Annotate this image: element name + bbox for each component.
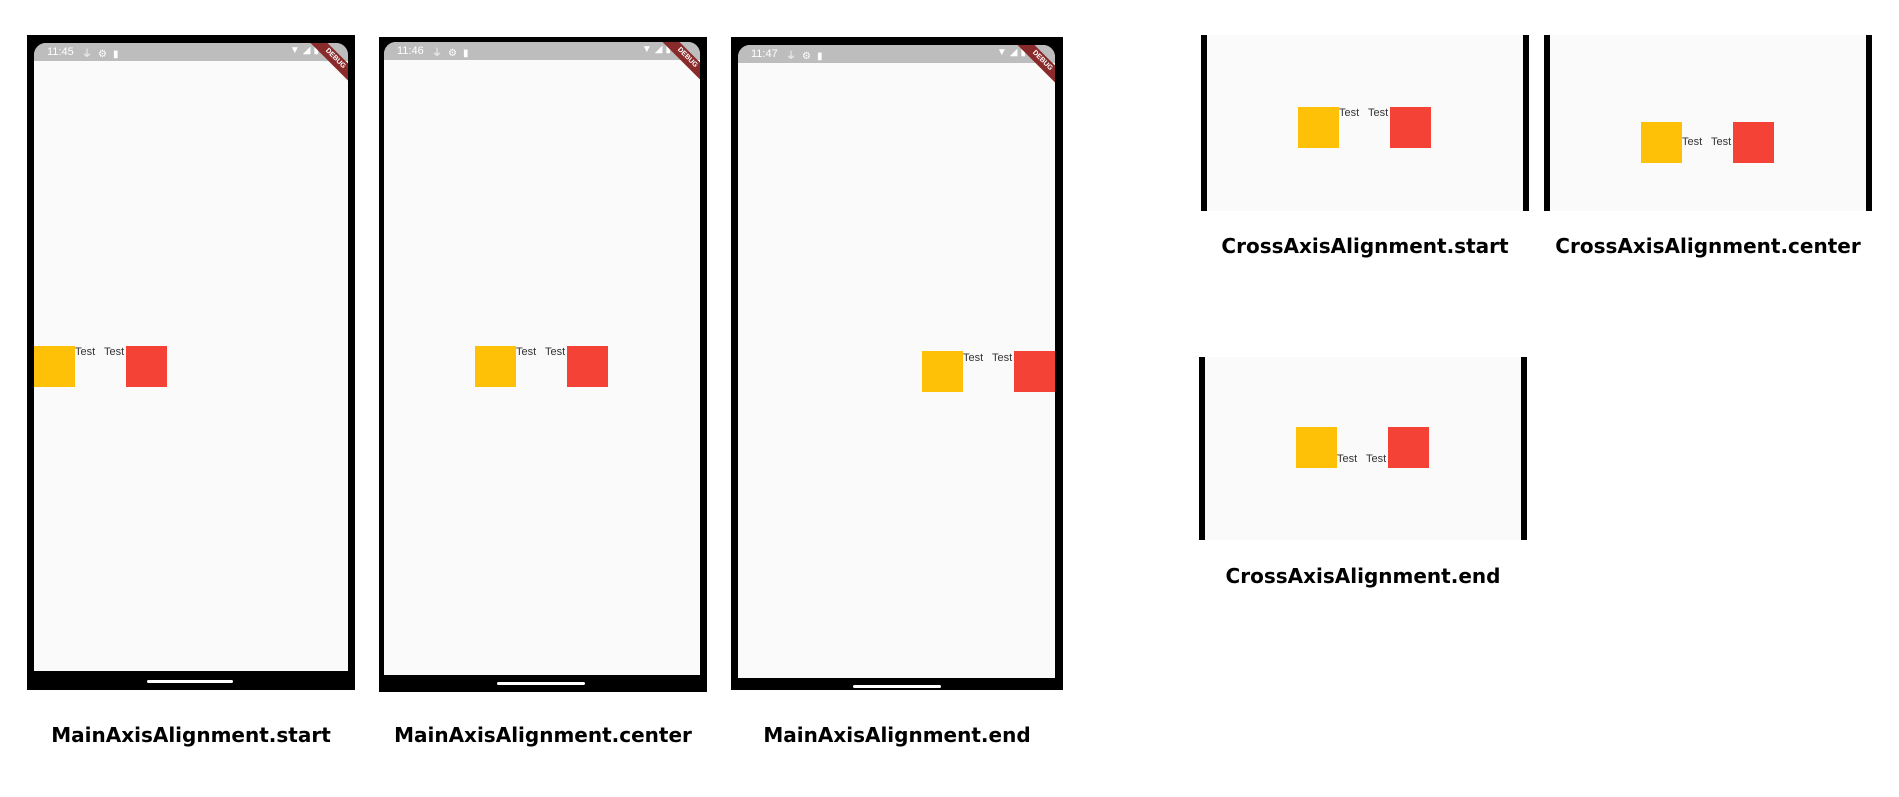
signal-icon: ◢ [1009,47,1021,58]
panel-border-right [1523,35,1529,211]
phone-screen: 11:47 ⏚⚙▮ ▼◢▮ DEBUG Test Test [738,45,1055,678]
battery-icon: ▮ [1020,47,1029,58]
status-bar: 11:47 ⏚⚙▮ ▼◢▮ [738,45,1055,63]
status-bar: 11:46 ⏚⚙▮ ▼◢▮ [384,42,700,60]
home-indicator [853,685,941,688]
red-box [126,346,167,387]
phone-mainaxis-end: 11:47 ⏚⚙▮ ▼◢▮ DEBUG Test Test [731,37,1063,690]
label-test-2: Test [1711,136,1732,148]
label-test-1: Test [75,346,96,358]
mic-icon: ⏚ [432,48,448,59]
mic-icon: ⏚ [82,49,98,60]
red-box [1014,351,1055,392]
mic-icon: ⏚ [786,51,802,62]
signal-icon: ◢ [654,44,666,55]
caption-crossaxis-start: CrossAxisAlignment.start [1221,234,1509,258]
wifi-icon: ▼ [641,44,655,55]
panel-crossaxis-end: Test Test [1205,357,1521,540]
label-test-2: Test [992,352,1013,364]
phone-mainaxis-center: 11:46 ⏚⚙▮ ▼◢▮ DEBUG Test Test [379,37,707,692]
settings-icon: ⚙ [448,48,463,59]
caption-mainaxis-end: MainAxisAlignment.end [763,723,1031,747]
label-test-1: Test [1682,136,1703,148]
label-test-2: Test [104,346,125,358]
label-test-2: Test [1368,107,1389,119]
phone-screen: 11:46 ⏚⚙▮ ▼◢▮ DEBUG Test Test [384,42,700,675]
status-bar: 11:45 ⏚⚙▮ ▼◢▮ [34,43,348,61]
battery-icon: ▮ [665,44,674,55]
sd-card-icon: ▮ [112,49,125,60]
caption-crossaxis-center: CrossAxisAlignment.center [1555,234,1861,258]
status-time: 11:45 [47,46,74,58]
panel-crossaxis-center: Test Test [1550,35,1866,211]
battery-icon: ▮ [313,45,322,56]
label-test-2: Test [1366,453,1387,465]
phone-screen: 11:45 ⏚⚙▮ ▼◢▮ DEBUG Test Test [34,43,348,671]
panel-border-right [1866,35,1872,211]
caption-crossaxis-end: CrossAxisAlignment.end [1225,564,1501,588]
label-test-1: Test [1339,107,1360,119]
caption-mainaxis-start: MainAxisAlignment.start [51,723,331,747]
yellow-box [34,346,75,387]
red-box [1733,122,1774,163]
panel-border-left [1201,35,1207,211]
home-indicator [497,682,585,685]
status-time: 11:46 [397,45,424,57]
signal-icon: ◢ [302,45,314,56]
phone-mainaxis-start: 11:45 ⏚⚙▮ ▼◢▮ DEBUG Test Test [27,35,355,690]
wifi-icon: ▼ [289,45,303,56]
panel-border-left [1544,35,1550,211]
panel-border-left [1199,357,1205,540]
red-box [1388,427,1429,468]
settings-icon: ⚙ [98,49,113,60]
label-test-1: Test [963,352,984,364]
yellow-box [1641,122,1682,163]
status-time: 11:47 [751,48,778,60]
yellow-box [1298,107,1339,148]
sd-card-icon: ▮ [462,48,475,59]
wifi-icon: ▼ [996,47,1010,58]
sd-card-icon: ▮ [816,51,829,62]
caption-mainaxis-center: MainAxisAlignment.center [394,723,692,747]
label-test-1: Test [1337,453,1358,465]
yellow-box [1296,427,1337,468]
label-test-1: Test [516,346,537,358]
panel-crossaxis-start: Test Test [1207,35,1523,211]
settings-icon: ⚙ [802,51,817,62]
yellow-box [922,351,963,392]
red-box [1390,107,1431,148]
label-test-2: Test [545,346,566,358]
yellow-box [475,346,516,387]
red-box [567,346,608,387]
panel-border-right [1521,357,1527,540]
home-indicator [147,680,233,683]
